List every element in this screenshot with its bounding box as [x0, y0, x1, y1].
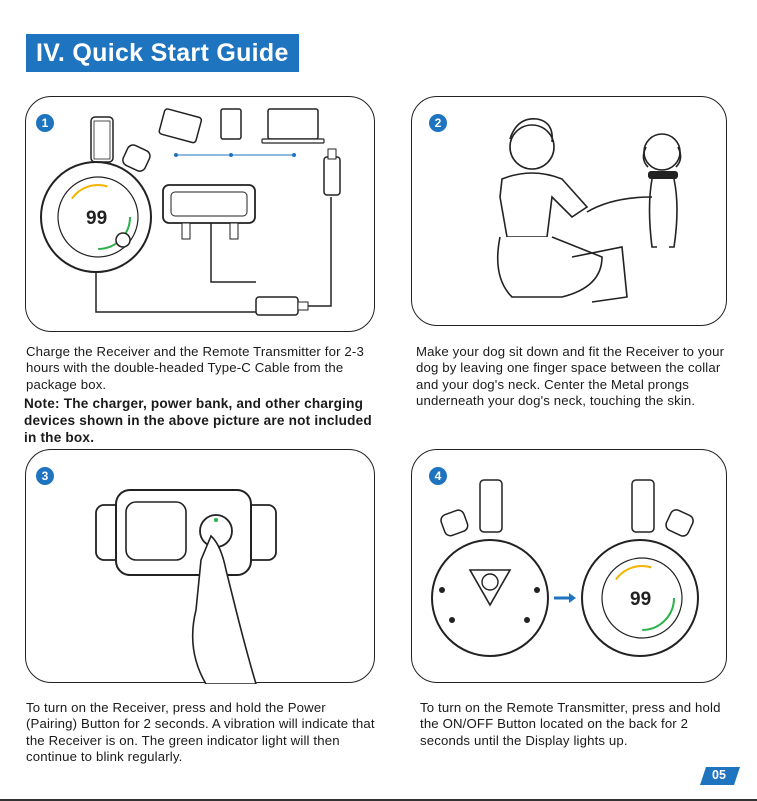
- section-title: IV. Quick Start Guide: [26, 34, 299, 72]
- page-number: 05: [712, 768, 726, 782]
- step-1-note: Note: The charger, power bank, and other…: [24, 396, 372, 445]
- step-3-number-badge: 3: [36, 467, 54, 485]
- page-number-badge: [700, 767, 740, 785]
- step-1-number-badge: 1: [36, 114, 54, 132]
- step-4-number-badge: 4: [429, 467, 447, 485]
- step-2-number-badge: 2: [429, 114, 447, 132]
- transmitter-power-illustration: 99: [431, 479, 699, 657]
- step-4-panel: 4 99: [411, 449, 727, 683]
- step-1-caption: Charge the Receiver and the Remote Trans…: [26, 344, 364, 392]
- step-2-panel: 2: [411, 96, 727, 326]
- transmitter-display-digits: 99: [630, 589, 651, 610]
- dog-fitting-illustration: [496, 118, 682, 303]
- charging-illustration: 99: [40, 108, 341, 316]
- step-4-caption: To turn on the Remote Transmitter, press…: [420, 700, 721, 748]
- footer-rule: [0, 799, 757, 801]
- receiver-power-illustration: [95, 489, 277, 684]
- step-3-panel: 3: [25, 449, 375, 684]
- step-2-caption: Make your dog sit down and fit the Recei…: [416, 344, 725, 408]
- step-1-panel: 1 99: [25, 96, 375, 332]
- step-3-caption: To turn on the Receiver, press and hold …: [26, 700, 375, 764]
- receiver-display-digits: 99: [86, 208, 107, 229]
